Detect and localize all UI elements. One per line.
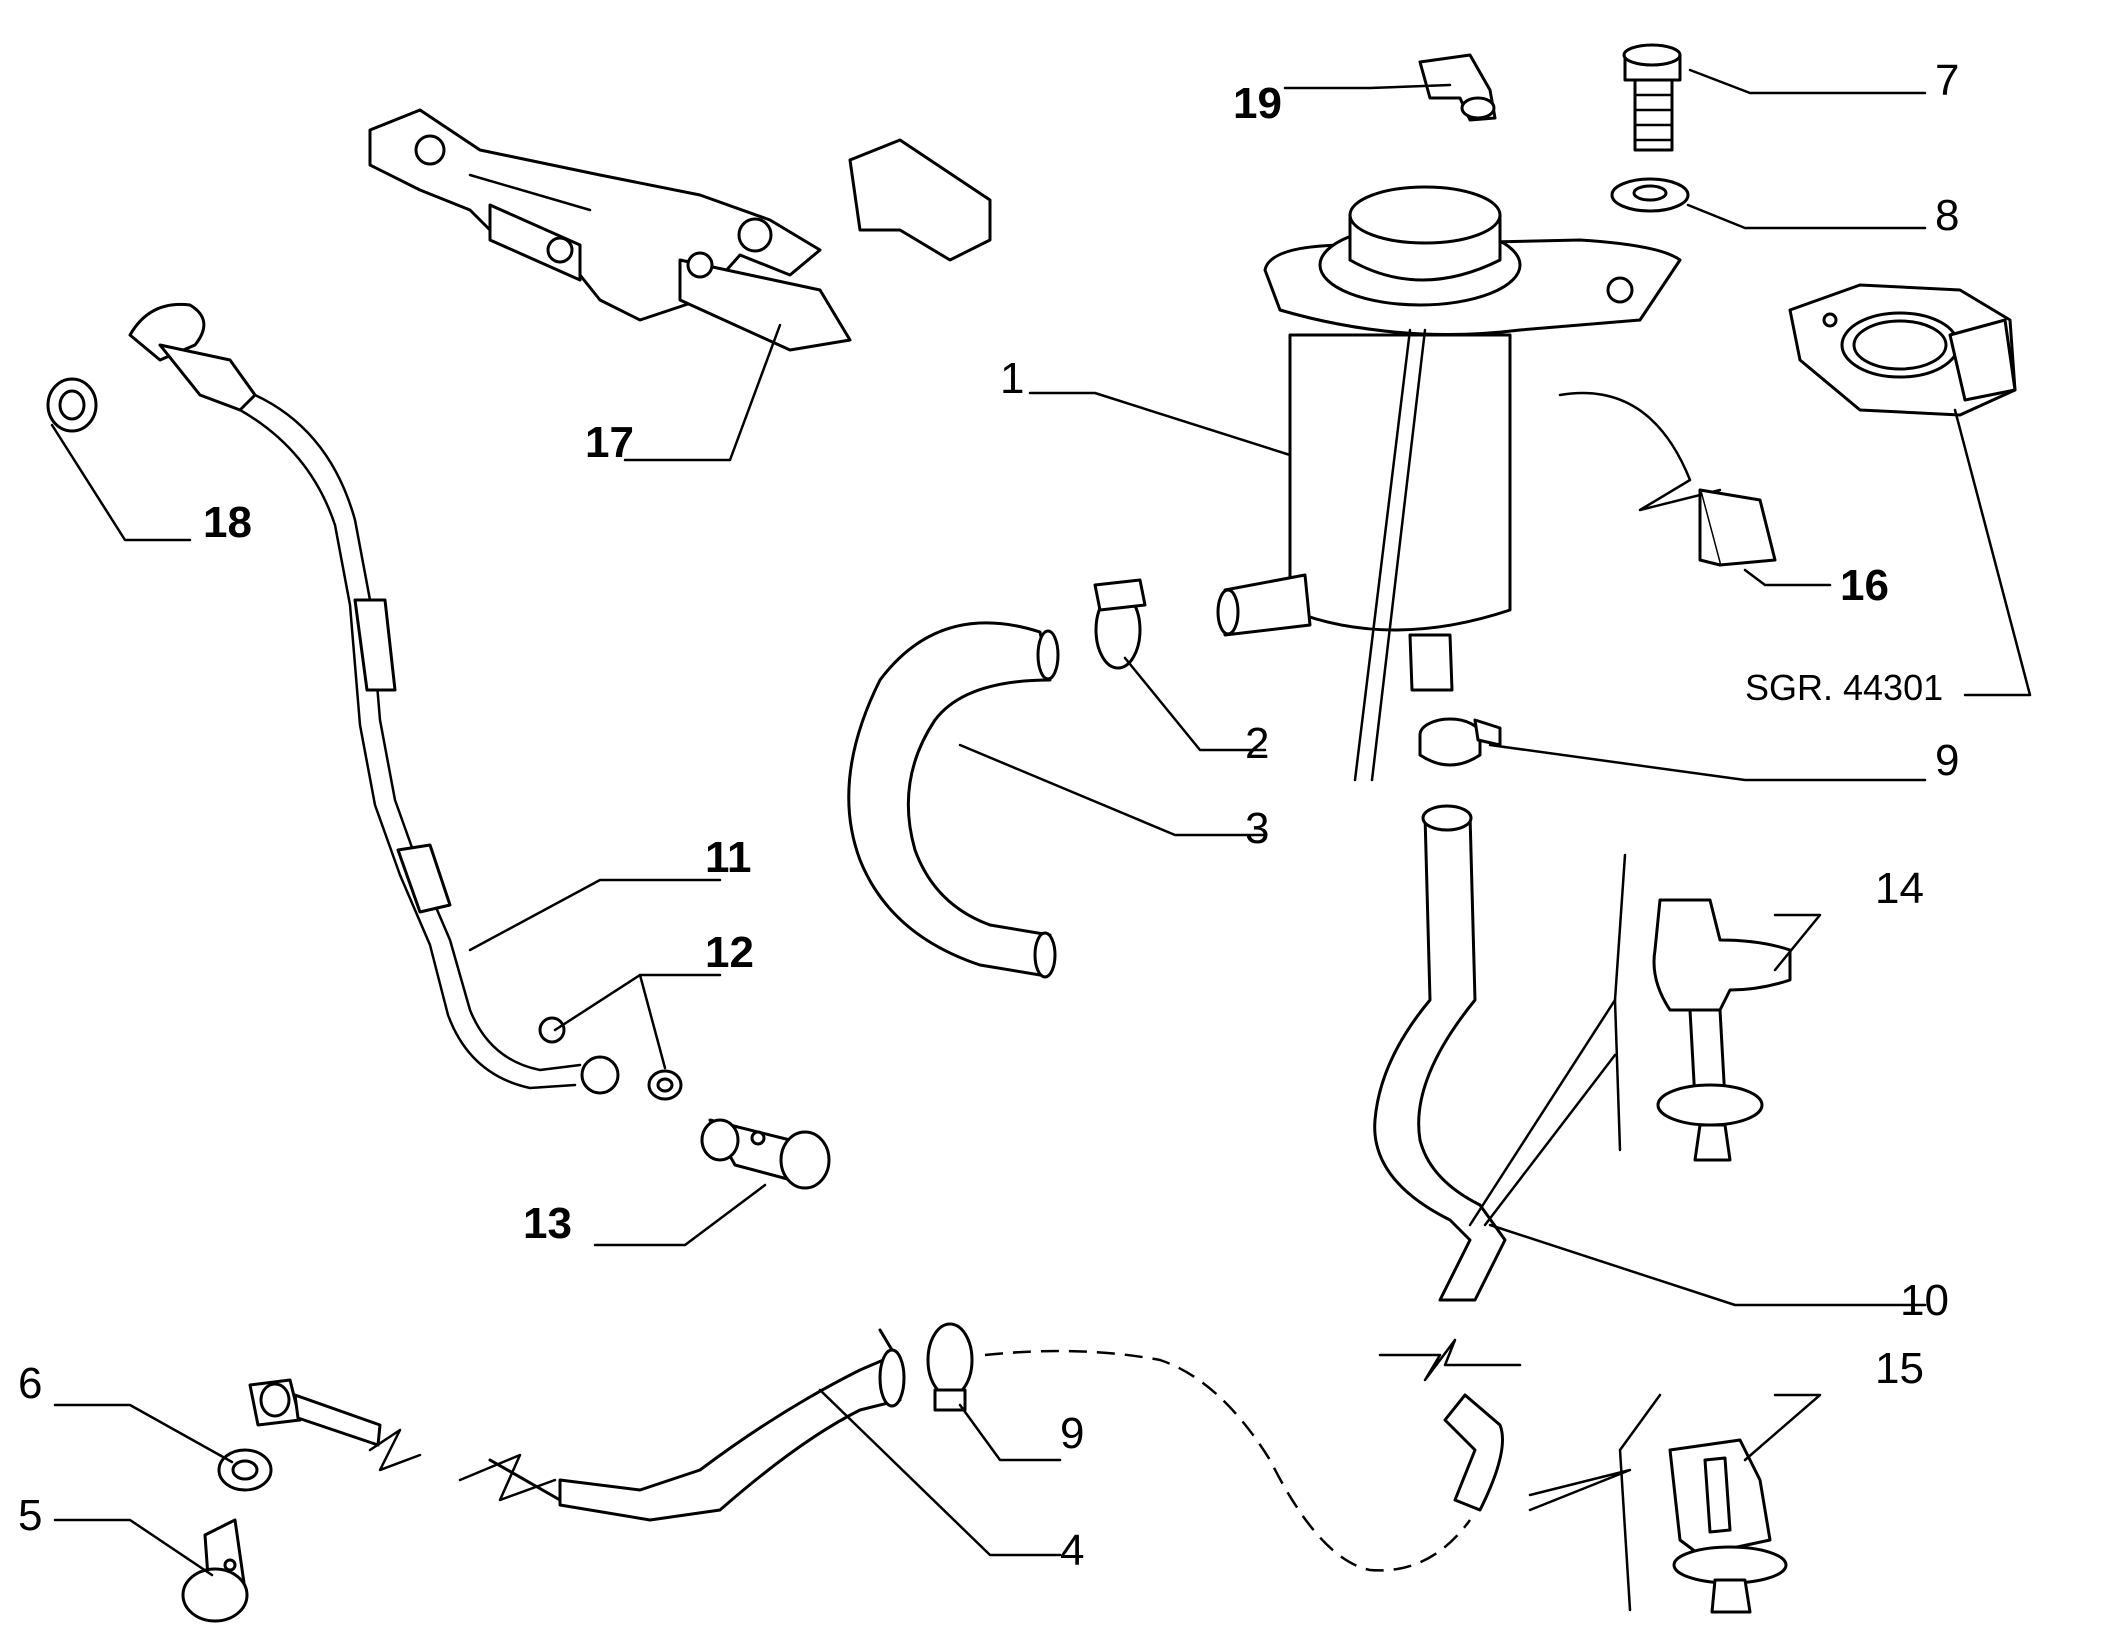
bolt-part-7: [1622, 43, 1682, 152]
pad-part-16: [1558, 391, 1777, 567]
hose-part-4: [368, 1328, 906, 1522]
callout-3: 3: [1245, 804, 1269, 853]
callout-1: 1: [1000, 354, 1024, 403]
callout-13: 13: [523, 1199, 572, 1248]
routing-line: [984, 1349, 1472, 1572]
callout-19: 19: [1233, 79, 1282, 128]
flange-sgr-44301: [1788, 283, 2017, 417]
callout-11: 11: [705, 833, 752, 882]
banjo-fitting: [248, 1378, 382, 1447]
clip-part-15: [1528, 1393, 1788, 1614]
clamp-part-9-lower: [926, 1322, 974, 1412]
callout-5: 5: [18, 1491, 42, 1540]
washer-part-6: [217, 1448, 273, 1492]
callout-18: 18: [203, 498, 252, 547]
callout-9-upper: 9: [1935, 736, 1959, 785]
bracket-part-17: [368, 108, 992, 352]
callout-8: 8: [1935, 191, 1959, 240]
hose-assembly-part-11: [128, 302, 620, 1095]
callout-6: 6: [18, 1359, 42, 1408]
washer-part-12: [647, 1069, 683, 1101]
hose-part-10: [1373, 804, 1522, 1512]
callout-12: 12: [705, 928, 754, 977]
washer-part-18: [46, 377, 98, 433]
callout-17: 17: [585, 418, 634, 467]
clamp-part-9-upper: [1418, 717, 1502, 767]
callout-7: 7: [1935, 56, 1959, 105]
clip-part-19: [1418, 53, 1497, 122]
callout-9-lower: 9: [1060, 1409, 1084, 1458]
reference-code: SGR. 44301: [1745, 667, 1943, 708]
bolt-part-13: [700, 1118, 831, 1190]
bolt-part-5: [181, 1518, 249, 1623]
callout-16: 16: [1840, 561, 1889, 610]
callout-2: 2: [1245, 719, 1269, 768]
callout-14: 14: [1875, 864, 1924, 913]
leader-lines: [50, 68, 2032, 1577]
callout-4: 4: [1060, 1526, 1084, 1575]
callout-10: 10: [1900, 1276, 1949, 1325]
clip-part-14: [1468, 853, 1792, 1227]
reservoir-part-1: [1216, 185, 1682, 782]
hose-part-3: [847, 621, 1060, 979]
washer-part-8: [1610, 177, 1690, 213]
callout-15: 15: [1875, 1344, 1924, 1393]
clamp-part-2: [1093, 578, 1147, 670]
